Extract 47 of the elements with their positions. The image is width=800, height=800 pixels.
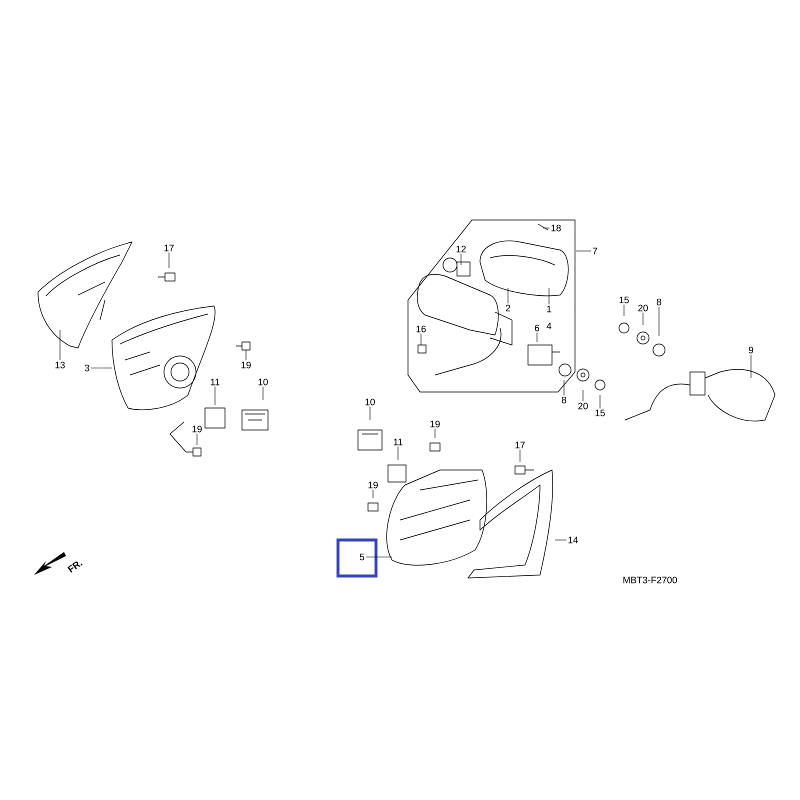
callout-number: 10 <box>258 378 268 386</box>
callout-number: 7 <box>592 248 598 254</box>
leader-line <box>460 253 462 266</box>
leader-line <box>548 288 550 305</box>
callout-number: 20 <box>638 304 648 312</box>
callout-number: 9 <box>748 346 754 354</box>
leader-line <box>642 312 644 326</box>
callout-number: 17 <box>516 442 525 448</box>
callout-number: 8 <box>656 298 662 306</box>
callout-number: 11 <box>394 438 402 446</box>
callout-number: 13 <box>56 362 65 368</box>
callout-number: 10 <box>366 398 375 406</box>
callout-number: 8 <box>562 396 566 404</box>
leader-line <box>366 556 392 558</box>
callout-number: 18 <box>552 224 561 232</box>
callout-number: 2 <box>506 304 510 312</box>
callout-number: 19 <box>368 482 378 488</box>
callout-number: 3 <box>84 364 90 372</box>
leader-line <box>582 390 584 402</box>
leader-line <box>214 386 216 406</box>
leader-line <box>658 306 660 336</box>
callout-number: 15 <box>596 410 605 416</box>
leader-line <box>434 428 436 438</box>
leader-line <box>576 250 592 252</box>
callout-number: 6 <box>534 324 540 332</box>
direction-label: FR. <box>67 562 83 573</box>
callout-number: 15 <box>620 296 629 304</box>
leader-line <box>750 354 752 378</box>
callout-number: 1 <box>547 306 552 312</box>
leader-line <box>168 252 170 268</box>
diagram-code: MBT3-F2700 <box>623 576 677 584</box>
callout-number: 14 <box>568 536 578 544</box>
leader-line <box>372 489 374 498</box>
callout-number: 19 <box>242 362 251 368</box>
leader-line <box>536 332 538 342</box>
leader-line <box>420 333 422 346</box>
callout-number: 11 <box>210 378 220 386</box>
callout-number: 16 <box>416 326 426 332</box>
leader-line <box>262 386 264 400</box>
callout-number: 20 <box>578 402 588 410</box>
callout-number: 12 <box>456 246 466 252</box>
leader-line <box>196 433 198 446</box>
callout-number: 4 <box>546 322 552 330</box>
callout-number: 19 <box>430 420 440 428</box>
callout-number: 17 <box>164 244 174 252</box>
callout-number: 19 <box>192 426 202 432</box>
callout-number: 5 <box>360 554 364 560</box>
